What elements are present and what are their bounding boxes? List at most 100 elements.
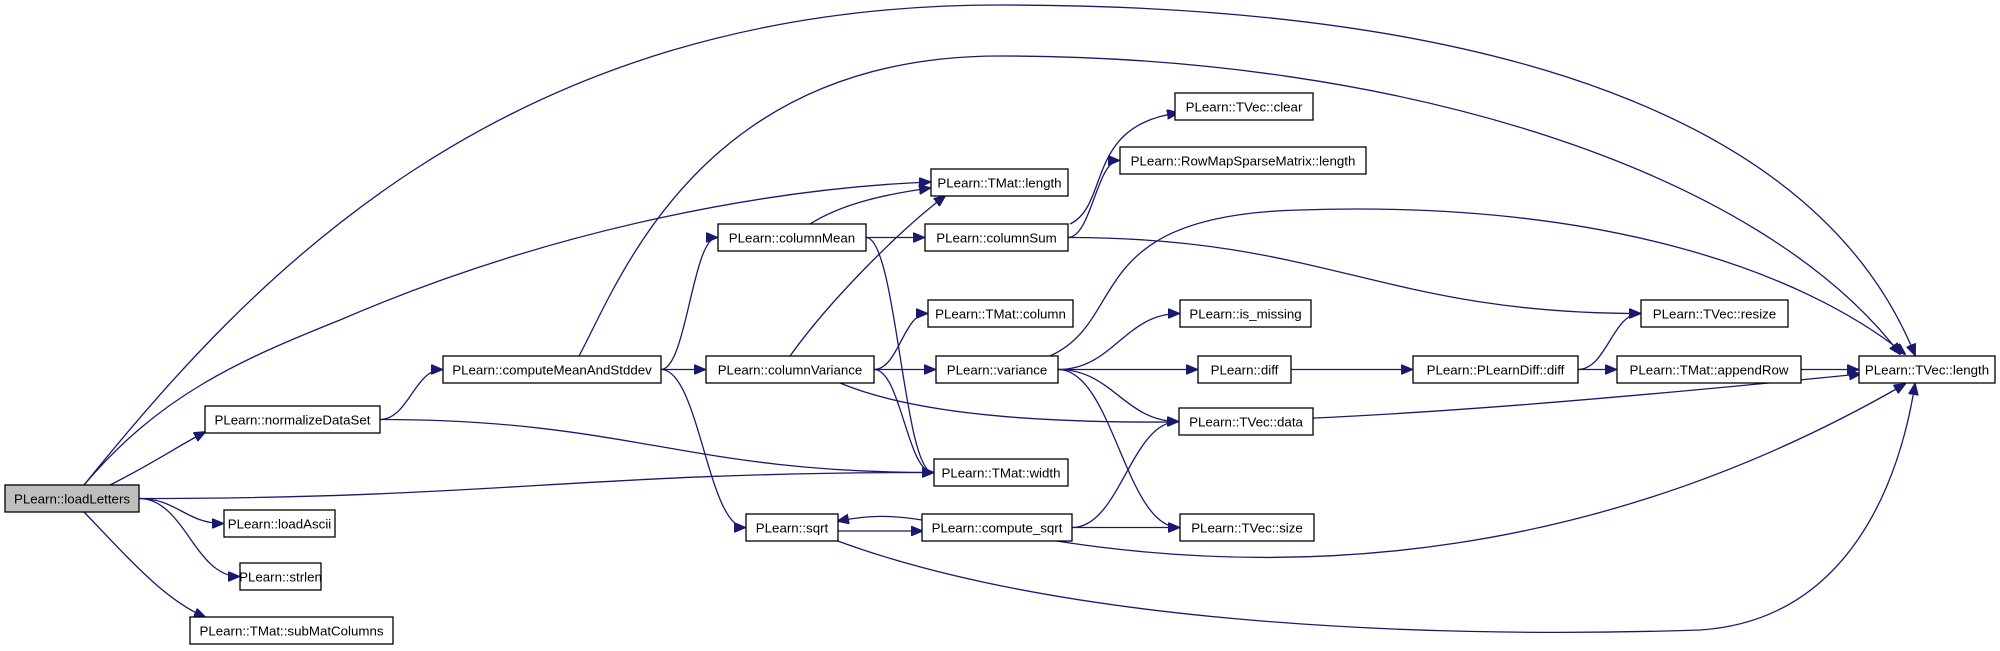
- edge-variance-to-is-missing: [1057, 314, 1179, 371]
- node-box: [1616, 355, 1802, 384]
- node-box: [1179, 299, 1312, 328]
- node-box: [745, 513, 839, 542]
- edge-load-letters-to-tmat-length: [83, 182, 930, 486]
- edge-compute-sqrt-to-sqrt: [838, 516, 923, 521]
- node-label: PLearn::loadAscii: [228, 517, 332, 532]
- node-load-ascii[interactable]: PLearn::loadAscii: [223, 509, 336, 538]
- edge-variance-to-tvec-size: [1057, 368, 1179, 528]
- node-label: PLearn::TVec::data: [1189, 415, 1303, 430]
- node-tvec-data[interactable]: PLearn::TVec::data: [1178, 407, 1314, 436]
- node-label: PLearn::columnMean: [729, 231, 855, 246]
- edge-compute-mean-and-stddev-to-sqrt: [660, 368, 745, 528]
- node-box: [935, 355, 1059, 384]
- node-tmat-column[interactable]: PLearn::TMat::column: [927, 299, 1074, 328]
- node-label: PLearn::TMat::column: [935, 307, 1066, 322]
- edge-column-variance-to-tmat-length: [789, 196, 945, 357]
- node-box: [1174, 92, 1314, 121]
- edge-normalize-data-set-to-tmat-width: [379, 418, 933, 473]
- node-is-missing[interactable]: PLearn::is_missing: [1179, 299, 1312, 328]
- edge-variance-to-tvec-data: [1057, 368, 1178, 422]
- node-label: PLearn::variance: [947, 363, 1048, 378]
- node-tmat-length[interactable]: PLearn::TMat::length: [930, 168, 1069, 197]
- node-box: [1119, 146, 1367, 175]
- node-tvec-clear[interactable]: PLearn::TVec::clear: [1174, 92, 1314, 121]
- node-label: PLearn::diff: [1211, 363, 1279, 378]
- node-variance[interactable]: PLearn::variance: [935, 355, 1059, 384]
- node-row-map-length[interactable]: PLearn::RowMapSparseMatrix::length: [1119, 146, 1367, 175]
- node-column-variance[interactable]: PLearn::columnVariance: [705, 355, 875, 384]
- node-label: PLearn::TMat::width: [942, 466, 1061, 481]
- node-append-row[interactable]: PLearn::TMat::appendRow: [1616, 355, 1802, 384]
- edge-compute-sqrt-to-tvec-data: [1071, 422, 1178, 529]
- edge-compute-mean-and-stddev-to-tvec-length: [578, 55, 1900, 357]
- node-strlen[interactable]: PLearn::strlen: [239, 562, 322, 591]
- node-label: PLearn::normalizeDataSet: [215, 413, 371, 428]
- node-label: PLearn::loadLetters: [14, 492, 130, 507]
- node-box: [705, 355, 875, 384]
- edge-load-letters-to-strlen: [138, 497, 239, 577]
- node-box: [927, 299, 1074, 328]
- node-column-mean[interactable]: PLearn::columnMean: [717, 223, 867, 252]
- node-box: [239, 562, 322, 591]
- node-box: [189, 616, 394, 645]
- node-label: PLearn::TMat::length: [937, 176, 1061, 191]
- node-diff[interactable]: PLearn::diff: [1197, 355, 1292, 384]
- edges-layer: [83, 4, 1915, 634]
- edge-load-letters-to-sub-mat-columns: [83, 511, 205, 617]
- node-box: [442, 355, 662, 384]
- node-box: [1179, 513, 1315, 542]
- node-tvec-length[interactable]: PLearn::TVec::length: [1858, 355, 1996, 384]
- node-compute-mean-and-stddev[interactable]: PLearn::computeMeanAndStddev: [442, 355, 662, 384]
- edge-compute-mean-and-stddev-to-column-mean: [660, 238, 717, 371]
- node-load-letters[interactable]: PLearn::loadLetters: [4, 484, 140, 513]
- node-label: PLearn::columnVariance: [718, 363, 863, 378]
- node-label: PLearn::TVec::length: [1865, 363, 1989, 378]
- node-box: [930, 168, 1069, 197]
- node-box: [1197, 355, 1292, 384]
- node-label: PLearn::RowMapSparseMatrix::length: [1131, 154, 1356, 169]
- edge-plearn-diff-to-tvec-resize: [1577, 314, 1640, 371]
- node-label: PLearn::sqrt: [756, 521, 829, 536]
- node-box: [4, 484, 140, 513]
- node-label: PLearn::TVec::clear: [1186, 100, 1303, 115]
- edge-column-sum-to-row-map-length: [1067, 161, 1119, 239]
- node-box: [1858, 355, 1996, 384]
- node-label: PLearn::compute_sqrt: [932, 521, 1063, 536]
- node-label: PLearn::TMat::subMatColumns: [199, 624, 383, 639]
- node-box: [921, 513, 1073, 542]
- node-box: [223, 509, 336, 538]
- node-label: PLearn::TMat::appendRow: [1630, 363, 1789, 378]
- node-plearn-diff[interactable]: PLearn::PLearnDiff::diff: [1412, 355, 1579, 384]
- node-label: PLearn::columnSum: [936, 231, 1056, 246]
- edge-load-letters-to-normalize-data-set: [109, 432, 205, 486]
- node-box: [1178, 407, 1314, 436]
- edge-column-mean-to-tmat-length: [809, 188, 930, 225]
- node-tvec-resize[interactable]: PLearn::TVec::resize: [1640, 299, 1789, 328]
- node-label: PLearn::PLearnDiff::diff: [1427, 363, 1565, 378]
- edge-column-variance-to-tmat-width: [873, 368, 933, 473]
- node-compute-sqrt[interactable]: PLearn::compute_sqrt: [921, 513, 1073, 542]
- edge-column-sum-to-tvec-resize: [1067, 236, 1640, 314]
- node-sub-mat-columns[interactable]: PLearn::TMat::subMatColumns: [189, 616, 394, 645]
- node-box: [1640, 299, 1789, 328]
- edge-column-sum-to-tvec-clear: [1069, 113, 1178, 225]
- node-column-sum[interactable]: PLearn::columnSum: [924, 223, 1069, 252]
- node-tmat-width[interactable]: PLearn::TMat::width: [933, 458, 1069, 487]
- node-normalize-data-set[interactable]: PLearn::normalizeDataSet: [204, 405, 381, 434]
- edge-load-letters-to-tmat-width: [138, 473, 933, 500]
- edge-variance-to-tvec-length: [1049, 208, 1905, 357]
- edge-load-letters-to-tvec-length: [83, 4, 1915, 486]
- edge-column-variance-to-tmat-column: [873, 314, 927, 371]
- edge-sqrt-to-tvec-length: [834, 384, 1915, 634]
- node-sqrt[interactable]: PLearn::sqrt: [745, 513, 839, 542]
- edge-compute-sqrt-to-tvec-length: [1049, 384, 1905, 558]
- node-box: [1412, 355, 1579, 384]
- node-box: [924, 223, 1069, 252]
- node-label: PLearn::TVec::size: [1191, 521, 1303, 536]
- edge-normalize-data-set-to-compute-mean-and-stddev: [379, 370, 442, 421]
- node-label: PLearn::strlen: [239, 570, 322, 585]
- edge-column-mean-to-tmat-width: [865, 236, 933, 473]
- node-tvec-size[interactable]: PLearn::TVec::size: [1179, 513, 1315, 542]
- node-label: PLearn::computeMeanAndStddev: [452, 363, 652, 378]
